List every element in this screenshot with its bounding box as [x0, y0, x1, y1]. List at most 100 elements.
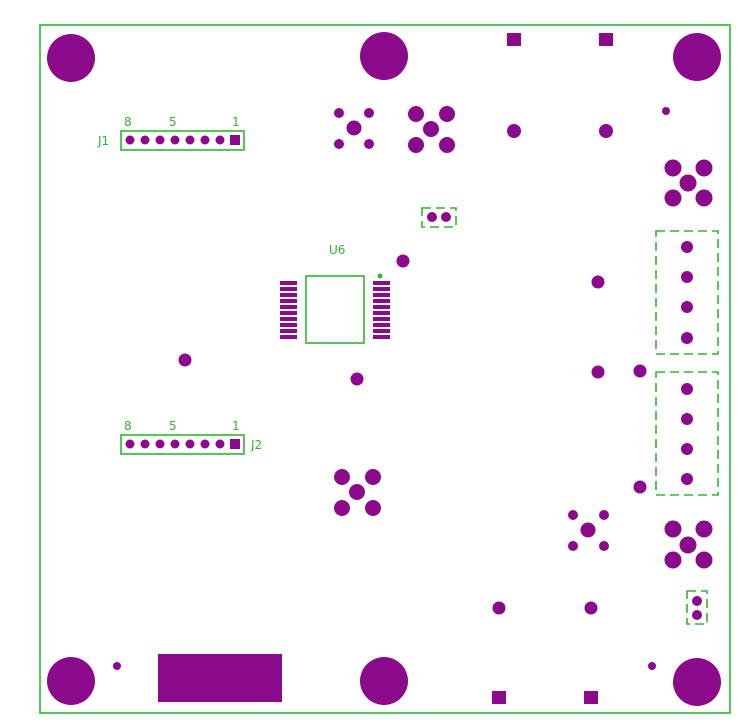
j2-pin: [185, 439, 195, 449]
u6-left-pins: [280, 281, 297, 339]
pad: [692, 596, 702, 606]
j2-pin: [155, 439, 165, 449]
u6-pin-pad: [280, 311, 297, 315]
u6-label: U6: [329, 243, 345, 257]
u6-pin1-marker: [377, 273, 383, 279]
pad: [695, 159, 713, 177]
pad: [507, 124, 521, 138]
pad: [346, 120, 362, 136]
pad: [695, 189, 713, 207]
pad: [334, 139, 344, 149]
u6-pin-pad: [280, 287, 297, 291]
j1-pin: [185, 135, 195, 145]
large-pad: [158, 654, 282, 702]
pad: [679, 536, 697, 554]
pad: [178, 353, 192, 367]
pad: [633, 480, 647, 494]
mounting-hole-bottom-center: [360, 657, 408, 705]
via-cluster-large: [408, 106, 455, 153]
via: [648, 662, 656, 670]
connector-outline: [655, 371, 719, 496]
pad: [408, 137, 424, 153]
via-cluster-small: [334, 108, 374, 149]
pad: [365, 469, 381, 485]
pad: [681, 241, 693, 253]
pad: [664, 189, 682, 207]
square-pad: [599, 33, 613, 46]
j2-pin: [170, 439, 180, 449]
footprint-outline: [421, 207, 457, 228]
pad: [580, 522, 596, 538]
pad: [349, 484, 365, 500]
pad: [334, 500, 350, 516]
u6-pin-pad: [373, 329, 390, 333]
j2-outline: [120, 434, 245, 455]
pad: [591, 275, 605, 289]
pad: [599, 124, 613, 138]
pad: [681, 413, 693, 425]
pad: [664, 551, 682, 569]
square-pad: [492, 691, 506, 704]
j1-pin: [140, 135, 150, 145]
j2-pin1-label: 1: [232, 419, 240, 433]
u6-pin-pad: [280, 299, 297, 303]
j1-pin1-label: 1: [232, 115, 240, 129]
pad: [584, 601, 598, 615]
pad: [681, 301, 693, 313]
board-outline: [39, 24, 731, 714]
pad: [441, 212, 451, 222]
u6-pin-pad: [373, 311, 390, 315]
square-pad: [507, 33, 521, 46]
u6-pin-pad: [280, 281, 297, 285]
j1-pin: [215, 135, 225, 145]
pad: [591, 365, 605, 379]
u6-pin-pad: [373, 335, 390, 339]
ic-u6: U6: [280, 243, 390, 344]
j2-pin: [125, 439, 135, 449]
pad: [350, 372, 364, 386]
pad: [681, 332, 693, 344]
u6-pin-pad: [280, 329, 297, 333]
u6-pin-pad: [280, 317, 297, 321]
pad: [334, 469, 350, 485]
pad: [599, 541, 609, 551]
pad: [439, 106, 455, 122]
j1-outline: [120, 130, 245, 151]
u6-pin-pad: [280, 305, 297, 309]
pad: [695, 551, 713, 569]
j1-pin: [125, 135, 135, 145]
mounting-hole-top-left: [47, 34, 95, 82]
via: [662, 107, 670, 115]
via-cluster-small: [568, 510, 609, 551]
j1-pin1-square: [230, 135, 240, 145]
via-cluster-large: [664, 159, 713, 207]
via-cluster-large: [334, 469, 381, 516]
u6-pin-pad: [373, 323, 390, 327]
j1-pin: [170, 135, 180, 145]
pad: [633, 364, 647, 378]
via-cluster-large: [664, 520, 713, 569]
pad: [681, 473, 693, 485]
pad: [679, 174, 697, 192]
pad: [681, 443, 693, 455]
pad: [364, 108, 374, 118]
connector-outline: [655, 230, 719, 355]
j1-pin8-label: 8: [124, 115, 132, 129]
j1-label: J1: [97, 134, 109, 148]
mounting-hole-top-center: [360, 32, 408, 80]
u6-pin-pad: [280, 335, 297, 339]
pad: [427, 212, 437, 222]
connector-j2: J2 8 5 1: [120, 419, 262, 455]
pad: [692, 610, 702, 620]
j1-pin: [200, 135, 210, 145]
square-pad: [584, 691, 598, 704]
u6-pin-pad: [373, 293, 390, 297]
footprint-outline: [686, 590, 708, 625]
mounting-hole-bottom-right: [673, 658, 721, 706]
connector-j1: J1 8 5 1: [97, 115, 245, 151]
pad: [408, 106, 424, 122]
pad: [396, 254, 410, 268]
u6-pin-pad: [373, 287, 390, 291]
two-pin-footprint: [686, 590, 708, 625]
pad: [695, 520, 713, 538]
